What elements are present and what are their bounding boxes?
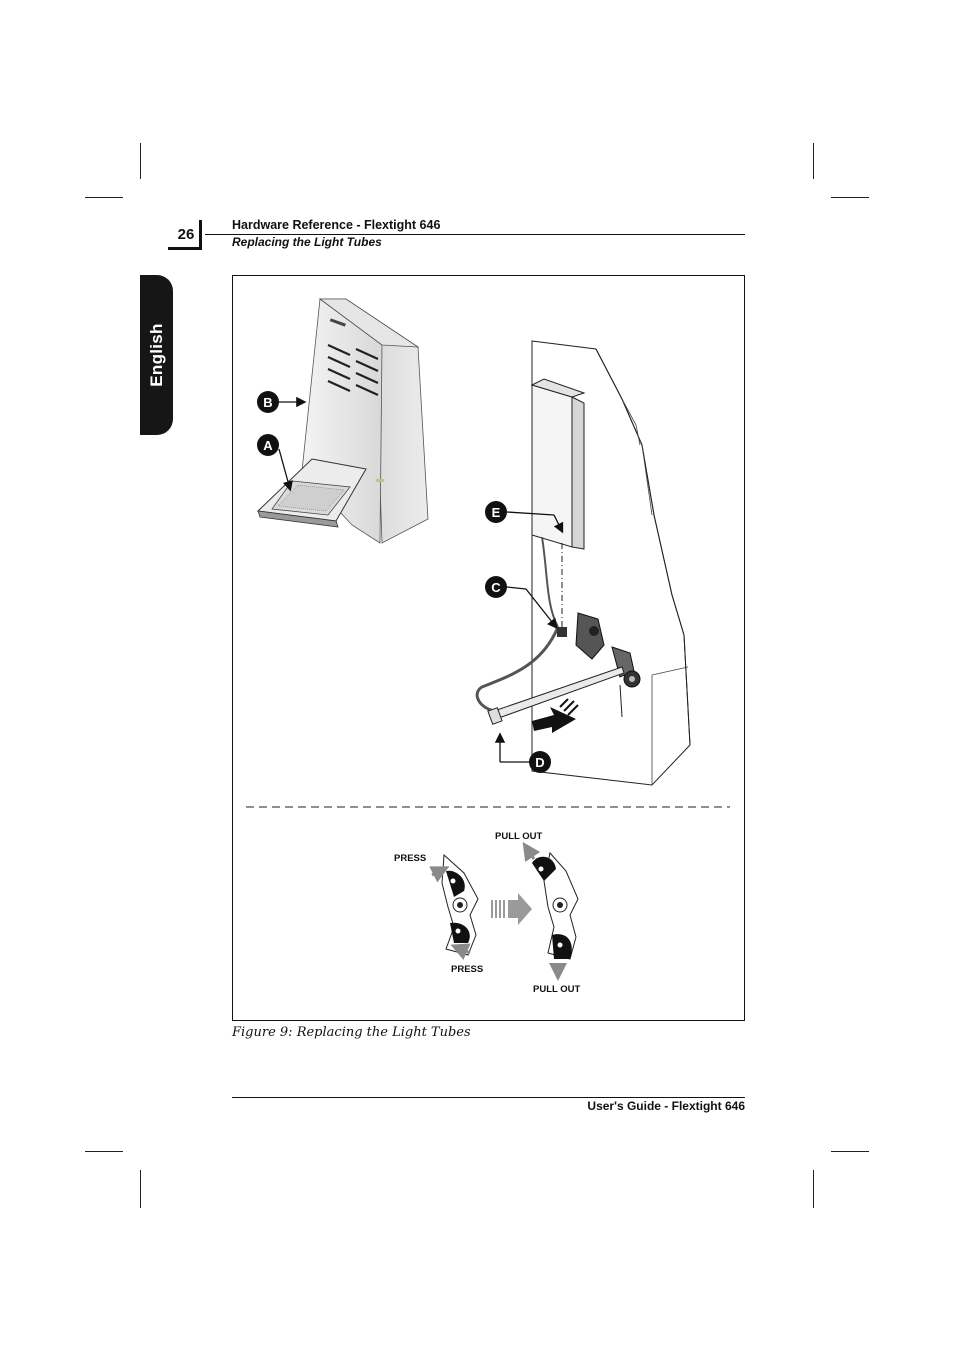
crop-mark: [140, 143, 141, 179]
pull-out-label-bottom: PULL OUT: [533, 984, 581, 995]
figure-illustration: B A: [246, 298, 730, 995]
crop-mark: [140, 1170, 141, 1208]
header-rule: [205, 234, 745, 235]
pull-out-arrow: [532, 698, 579, 733]
press-arrow-bottom: [450, 943, 471, 960]
callout-c: C: [485, 576, 558, 630]
crop-mark: [813, 1170, 814, 1208]
svg-text:B: B: [263, 395, 272, 410]
figure-caption: Figure 9: Replacing the Light Tubes: [232, 1025, 471, 1040]
svg-text:A: A: [263, 438, 273, 453]
figure-frame: [232, 275, 745, 1021]
transition-arrow: [491, 893, 532, 925]
footer-rule: [232, 1097, 745, 1098]
header-subtitle: Replacing the Light Tubes: [232, 235, 382, 249]
press-label-top: PRESS: [394, 853, 426, 864]
crop-mark: [831, 1151, 869, 1152]
interior-illustration: [475, 340, 691, 786]
crop-mark: [85, 1151, 123, 1152]
callout-a: A: [257, 434, 293, 492]
scanner-illustration: [256, 298, 429, 544]
callout-b: B: [257, 391, 307, 413]
language-tab: English: [140, 275, 173, 435]
pull-out-label-top: PULL OUT: [495, 831, 543, 842]
press-arrow-top: [429, 866, 450, 883]
svg-text:C: C: [491, 580, 501, 595]
header-title: Hardware Reference - Flextight 646: [232, 218, 441, 232]
page-number: 26: [177, 226, 195, 243]
pull-out-arrow-top: [522, 842, 541, 862]
tube-clip-pull-out: [532, 851, 579, 960]
svg-text:D: D: [535, 755, 544, 770]
svg-text:E: E: [492, 505, 501, 520]
footer-text: User's Guide - Flextight 646: [587, 1099, 745, 1113]
press-label-bottom: PRESS: [451, 964, 483, 975]
crop-mark: [85, 197, 123, 198]
tube-clip-press: [441, 853, 479, 956]
callout-e: E: [485, 501, 564, 534]
crop-mark: [831, 197, 869, 198]
language-tab-label: English: [146, 323, 166, 387]
callout-d: D: [494, 732, 551, 773]
crop-mark: [813, 143, 814, 179]
page-number-box: [168, 220, 202, 250]
